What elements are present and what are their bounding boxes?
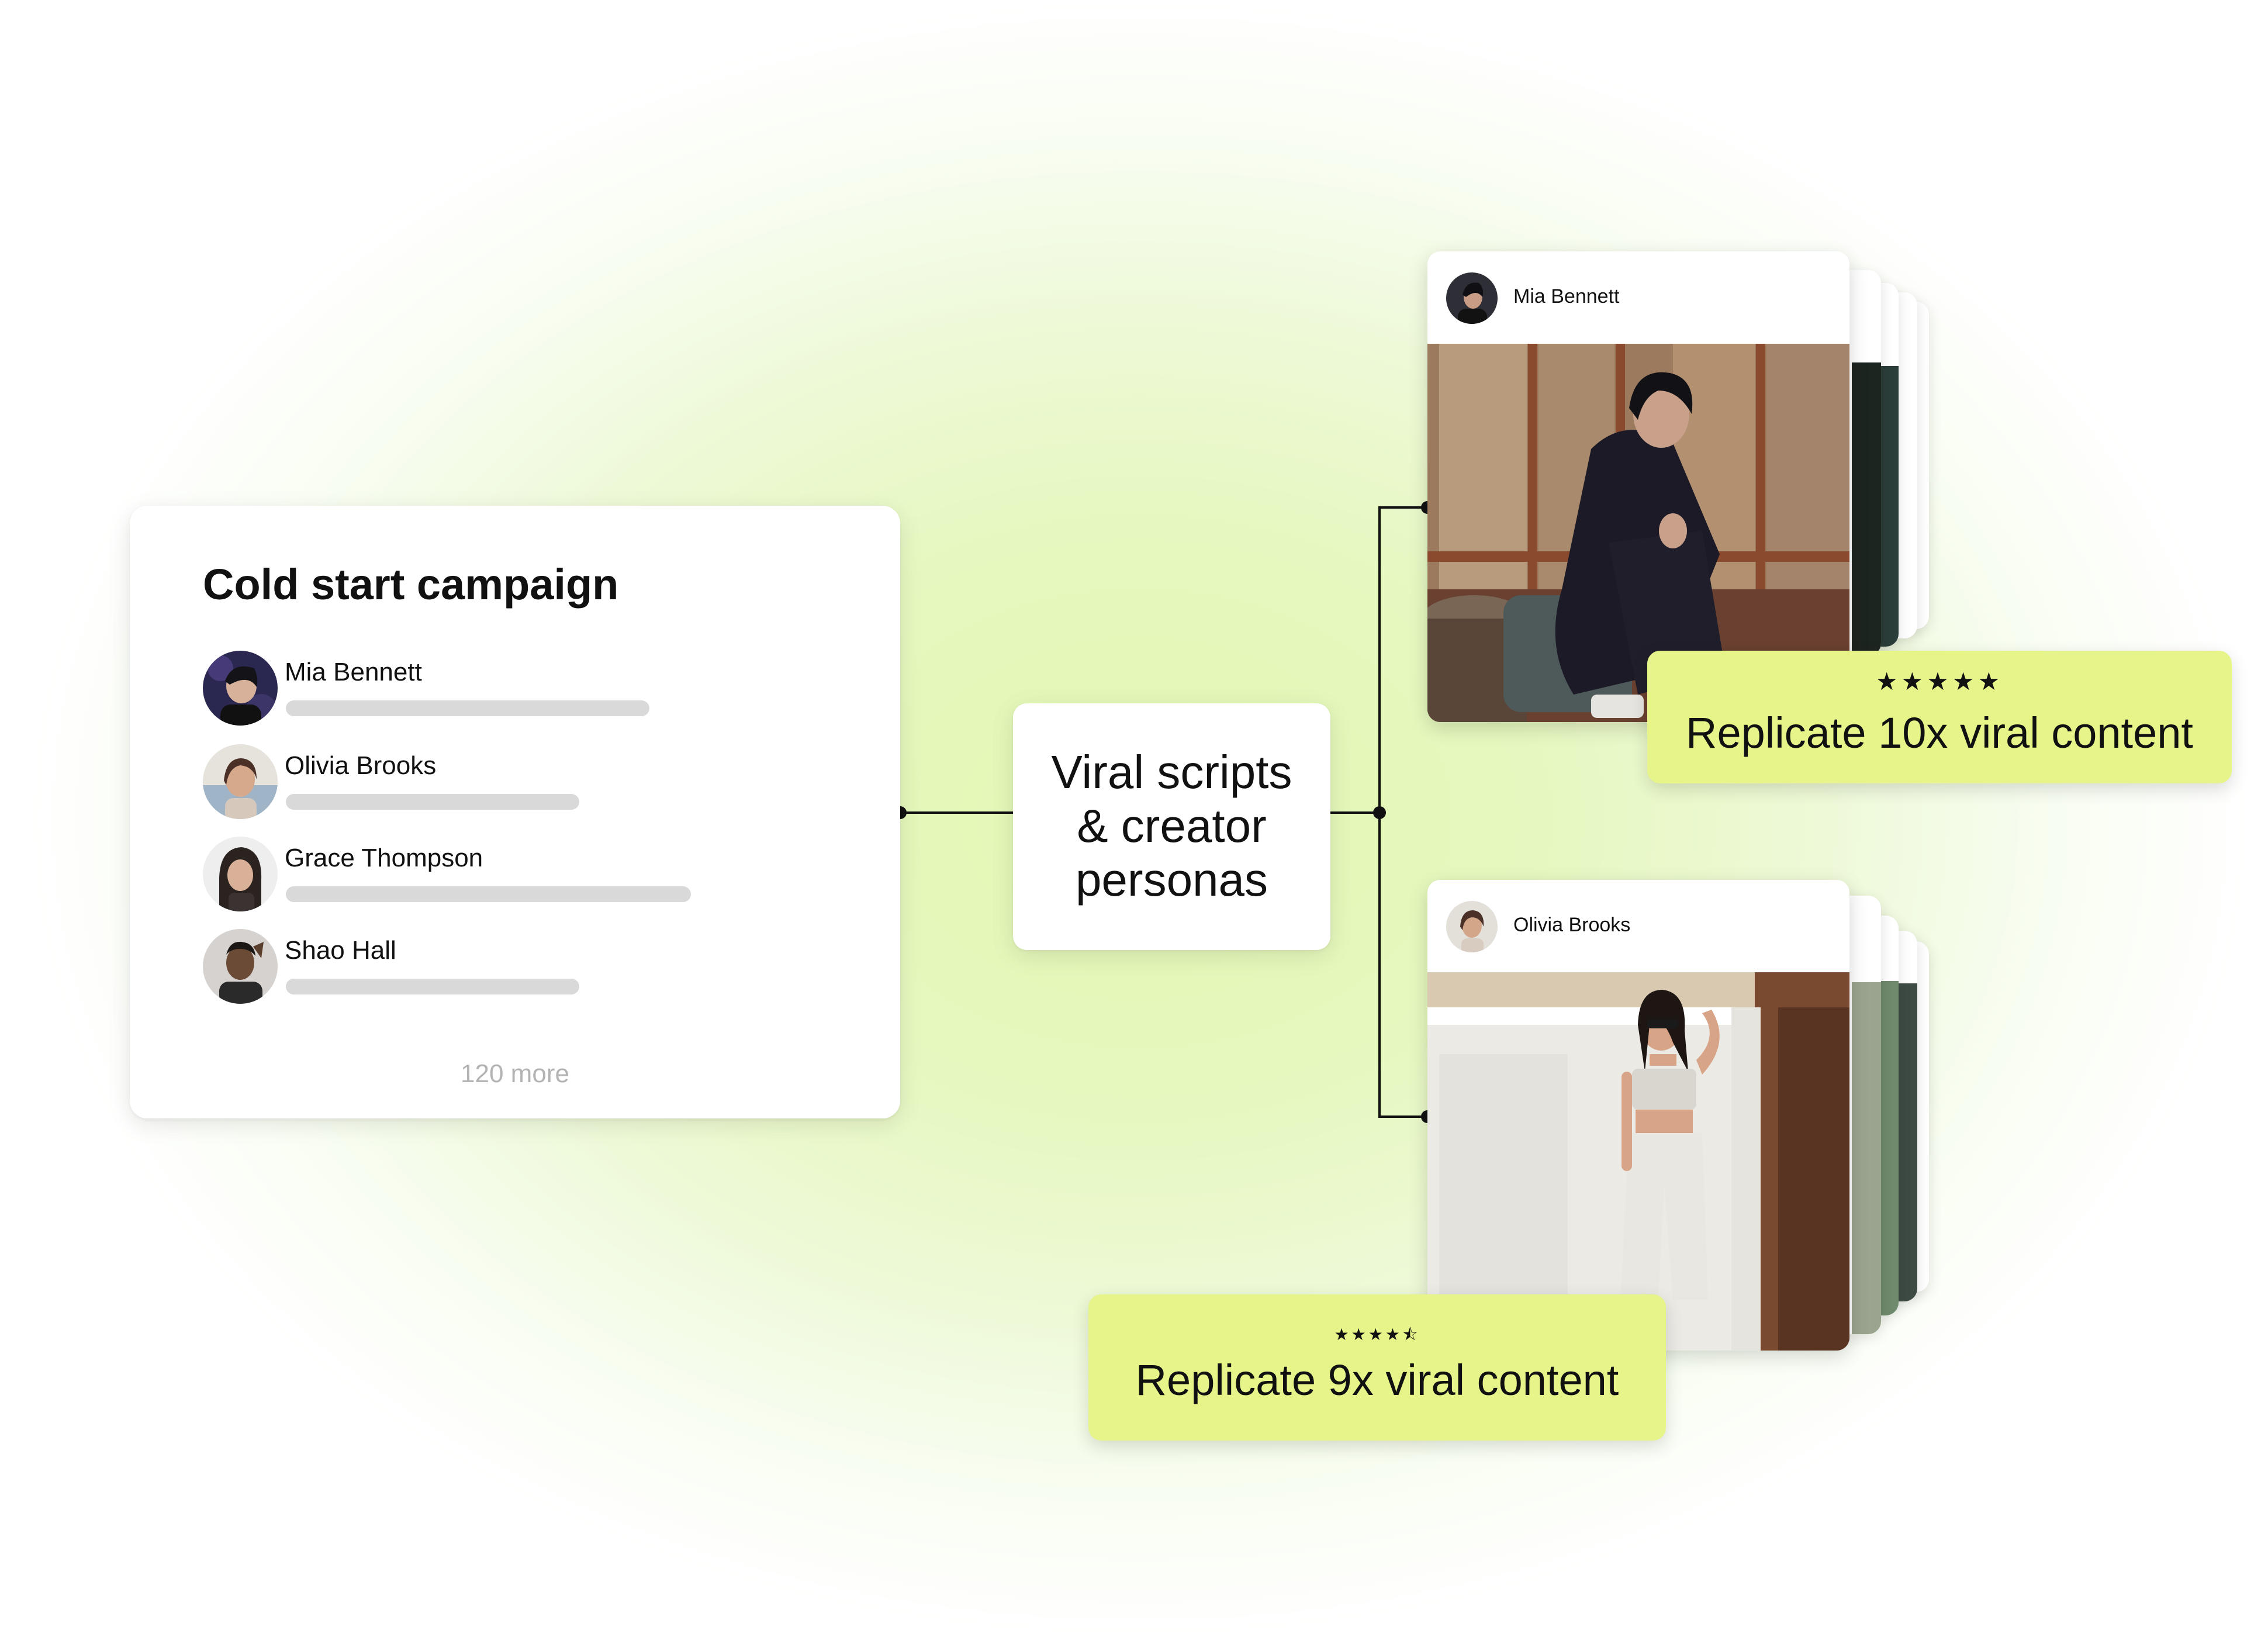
post-header: Mia Bennett [1427, 251, 1849, 344]
creator-name: Grace Thompson [285, 844, 483, 872]
rating-badge-top: ★★★★★ Replicate 10x viral content [1647, 651, 2232, 783]
post-card-mia[interactable]: Mia Bennett [1427, 251, 1849, 722]
avatar [203, 929, 278, 1004]
campaign-card: Cold start campaign Mia Bennett [130, 506, 900, 1118]
post-header: Olivia Brooks [1427, 880, 1849, 972]
badge-label: Replicate 10x viral content [1686, 709, 2193, 757]
post-creator-name: Mia Bennett [1513, 285, 1620, 308]
avatar [203, 651, 278, 726]
rating-badge-bottom: ★★★★⯪ Replicate 9x viral content [1088, 1294, 1666, 1441]
post-creator-name: Olivia Brooks [1513, 914, 1631, 936]
hub-line-1: Viral scripts [1051, 746, 1292, 798]
connector-dot-branch [1373, 806, 1386, 819]
creator-name: Mia Bennett [285, 658, 422, 686]
avatar [203, 837, 278, 911]
more-creators-link[interactable]: 120 more [461, 1059, 569, 1088]
post-card-olivia[interactable]: Olivia Brooks [1427, 880, 1849, 1351]
creator-name: Shao Hall [285, 936, 396, 965]
stars-icon: ★★★★⯪ [1334, 1325, 1420, 1344]
creator-name: Olivia Brooks [285, 751, 437, 780]
hub-line-3: personas [1075, 854, 1268, 906]
progress-bar [286, 886, 691, 902]
hub-line-2: & creator [1077, 800, 1267, 852]
post-avatar [1446, 272, 1498, 324]
progress-bar [286, 700, 649, 716]
hub-card: Viral scripts & creator personas [1013, 703, 1330, 950]
post-photo [1427, 972, 1849, 1351]
avatar [203, 744, 278, 819]
hub-label: Viral scripts & creator personas [1013, 745, 1330, 907]
connector-branch-bracket [1378, 506, 1427, 1118]
progress-bar [286, 794, 579, 810]
progress-bar [286, 979, 579, 994]
post-avatar [1446, 901, 1498, 952]
campaign-title: Cold start campaign [203, 560, 619, 609]
badge-label: Replicate 9x viral content [1135, 1356, 1619, 1404]
stars-icon: ★★★★★ [1875, 667, 2004, 696]
